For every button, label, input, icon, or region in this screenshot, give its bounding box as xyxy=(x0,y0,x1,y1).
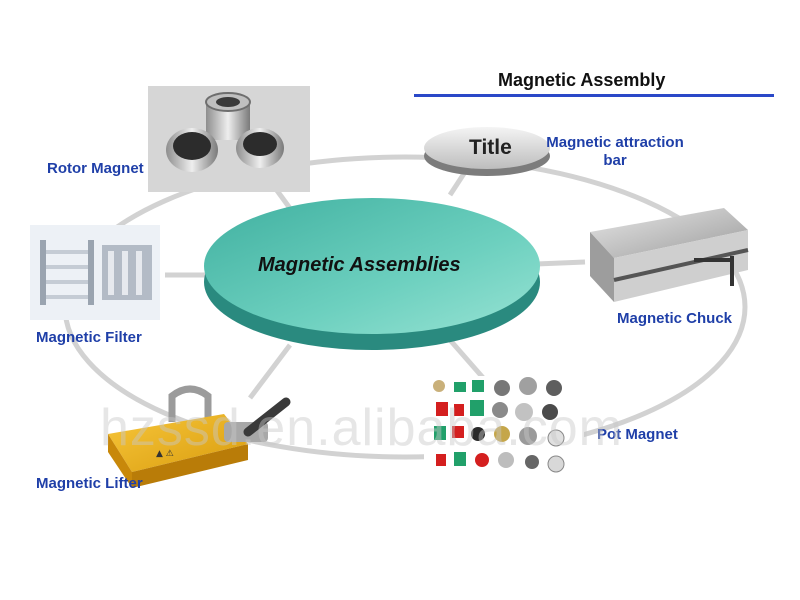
header-title: Magnetic Assembly xyxy=(498,70,666,90)
center-label: Magnetic Assemblies xyxy=(258,254,461,276)
rotor-magnet-drawing xyxy=(148,86,310,192)
spoke-pot xyxy=(448,338,487,382)
svg-text:▲ ⚠: ▲ ⚠ xyxy=(156,449,174,459)
rotor-magnet-label: Rotor Magnet xyxy=(47,160,144,177)
title-node-label: Title xyxy=(469,136,512,159)
rotor-magnet-photo xyxy=(148,86,310,192)
pot-magnet-label: Pot Magnet xyxy=(597,426,678,443)
filter-label: Magnetic Filter xyxy=(36,329,142,346)
spoke-lifter xyxy=(248,343,292,400)
center-ellipse xyxy=(204,198,540,334)
watermark-text: hzssd.en.alibaba.com xyxy=(100,399,623,457)
attraction-bar-label: Magnetic attraction bar xyxy=(546,134,684,169)
chuck-drawing xyxy=(590,208,749,302)
pot-magnet-photo xyxy=(424,376,584,484)
lifter-photo: ▲ ⚠ xyxy=(98,382,298,500)
filter-drawing xyxy=(30,225,160,320)
lifter-label: Magnetic Lifter xyxy=(36,475,143,492)
spoke-title xyxy=(447,170,468,197)
header-underline xyxy=(414,94,774,97)
chuck-label: Magnetic Chuck xyxy=(617,310,733,327)
chuck-photo xyxy=(584,206,752,306)
pot-magnet-drawing xyxy=(433,377,565,473)
filter-photo xyxy=(30,225,160,320)
lifter-drawing: ▲ ⚠ xyxy=(108,385,291,488)
title-ellipse xyxy=(424,127,550,169)
